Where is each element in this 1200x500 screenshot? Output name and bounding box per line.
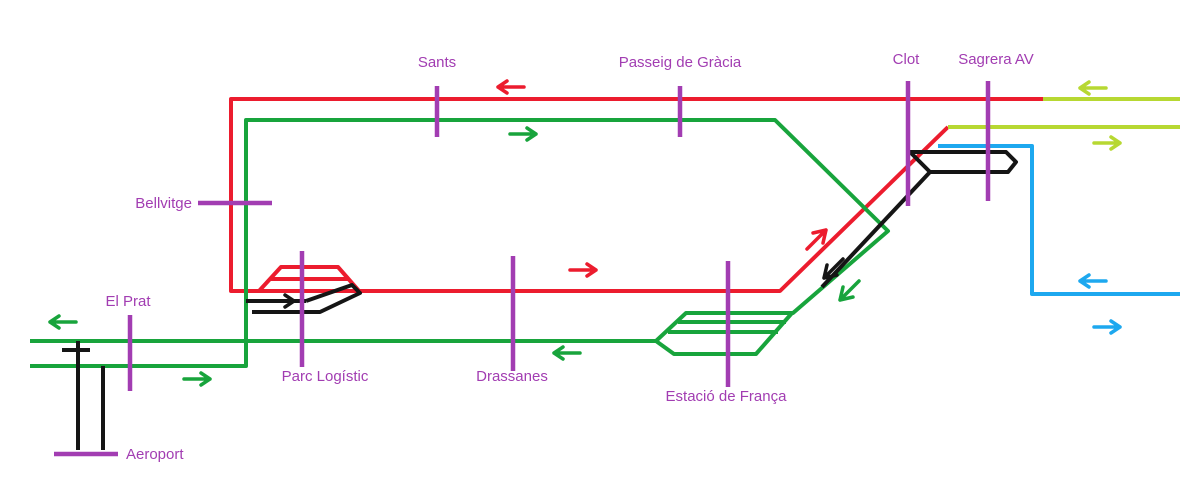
station-label-el-prat: El Prat xyxy=(105,293,151,310)
blue-arrow-right-icon xyxy=(1092,319,1122,335)
red-arrow-up-right-icon xyxy=(805,228,828,251)
green-line-loop xyxy=(244,118,890,343)
red-arrow-right-icon xyxy=(568,262,598,278)
station-label-estacio-de-franca: Estació de França xyxy=(666,388,788,405)
green-arrow-right-icon xyxy=(508,126,538,142)
green-arrow-left-icon xyxy=(552,345,582,361)
blue-line xyxy=(938,144,1180,335)
green-arrow-right-el-prat-icon xyxy=(182,371,212,387)
green-arrow-left-el-prat-icon xyxy=(48,314,78,330)
station-label-passeig-de-gracia: Passeig de Gràcia xyxy=(619,54,742,71)
station-label-sants: Sants xyxy=(418,54,456,71)
red-line xyxy=(229,79,1043,293)
station-label-drassanes: Drassanes xyxy=(476,368,548,385)
black-arrow-down-left-icon xyxy=(822,257,845,280)
chartreuse-line xyxy=(948,80,1180,151)
black-yard-parc-logistic xyxy=(252,283,362,314)
station-label-sagrera-av: Sagrera AV xyxy=(958,51,1034,68)
red-arrow-left-icon xyxy=(496,79,526,95)
station-label-bellvitge: Bellvitge xyxy=(135,195,192,212)
green-yard-estacio-de-franca xyxy=(654,311,794,356)
station-label-clot: Clot xyxy=(893,51,921,68)
red-line-main xyxy=(229,97,1043,293)
station-labels: Sants Passeig de Gràcia Clot Sagrera AV … xyxy=(105,51,1033,463)
chartreuse-arrow-right-icon xyxy=(1092,135,1122,151)
black-arrow-right-icon xyxy=(283,293,296,309)
green-arrow-down-left-icon xyxy=(838,279,861,302)
green-branch-el-prat xyxy=(30,339,248,368)
black-line xyxy=(62,150,1018,450)
green-line xyxy=(30,118,890,387)
red-depot-parc-logistic xyxy=(257,265,361,293)
black-branch-aeroport xyxy=(62,341,105,450)
station-label-parc-logistic: Parc Logístic xyxy=(282,368,369,385)
blue-line-main xyxy=(938,144,1180,296)
blue-arrow-left-icon xyxy=(1078,273,1108,289)
station-label-aeroport: Aeroport xyxy=(126,446,184,463)
chartreuse-arrow-left-icon xyxy=(1078,80,1108,96)
station-ticks xyxy=(54,81,991,457)
